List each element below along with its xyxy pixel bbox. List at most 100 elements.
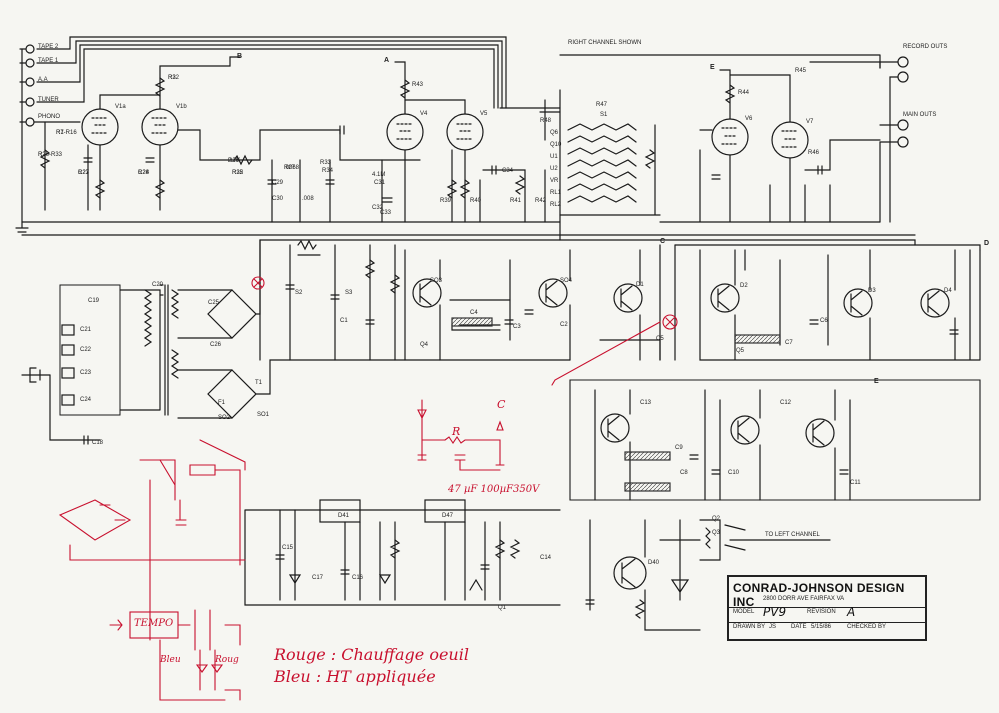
component-ref-label: R44 <box>738 90 750 96</box>
input-label-aa: A.A <box>38 77 48 83</box>
component-ref-label: C17 <box>312 575 324 581</box>
date-label: DATE <box>791 624 807 630</box>
wire-rouge-label: Roug <box>215 655 239 665</box>
company-address: 2800 DORR AVE FAIRFAX VA <box>763 596 845 602</box>
component-ref-label: R47 <box>596 102 608 108</box>
component-ref-label: Q5 <box>736 348 745 354</box>
node-label: A <box>384 57 390 64</box>
drawn-value: JS <box>769 624 777 630</box>
component-ref-label: C34 <box>502 168 514 174</box>
component-ref-label: C29 <box>272 180 284 186</box>
component-ref-label: C33 <box>380 210 392 216</box>
component-ref-label: C26 <box>210 342 222 348</box>
tube-label: V1b <box>176 104 187 110</box>
component-ref-label: C9 <box>675 445 683 451</box>
component-ref-label: SO4 <box>560 278 573 284</box>
output-note: TO LEFT CHANNEL <box>765 532 820 538</box>
component-ref-label: C5 <box>656 336 664 342</box>
component-ref-label: R34 <box>322 168 334 174</box>
component-ref-label: Q1 <box>498 605 507 611</box>
component-ref-label: VR <box>550 178 559 184</box>
input-label-phono: PHONO <box>38 114 61 120</box>
component-ref-label: Q3 <box>712 530 721 536</box>
tube-label: V4 <box>420 111 428 117</box>
component-ref-label: D41 <box>338 513 350 519</box>
component-ref-label: C28 <box>138 170 150 176</box>
component-ref-label: C32 <box>372 205 384 211</box>
component-ref-label: R7-R16 <box>56 130 77 136</box>
component-ref-label: D1 <box>636 282 644 288</box>
component-ref-label: Q2 <box>712 516 721 522</box>
component-ref-label: R22 <box>168 75 180 81</box>
component-ref-label: R27 <box>284 165 296 171</box>
component-ref-label: C6 <box>820 318 828 324</box>
component-ref-label: R25 <box>232 170 244 176</box>
date-value: 5/15/86 <box>811 624 832 630</box>
component-ref-label: C20 <box>152 282 164 288</box>
model-value: PV9 <box>763 605 787 619</box>
component-ref-label: D4 <box>944 288 952 294</box>
component-ref-label: F1 <box>218 400 226 406</box>
revision-label: REVISION <box>807 609 836 615</box>
legend-bleu: Bleu : HT appliquée <box>274 667 436 686</box>
component-ref-label: C23 <box>80 370 92 376</box>
component-ref-label: R42 <box>535 198 547 204</box>
drawn-label: DRAWN BY <box>733 624 766 630</box>
component-ref-label: C18 <box>92 440 104 446</box>
tube-label: V6 <box>745 116 753 122</box>
component-ref-label: R46 <box>808 150 820 156</box>
component-ref-label: S3 <box>345 290 353 296</box>
component-ref-label: R26 <box>228 158 240 164</box>
component-ref-label: RL1 <box>550 190 562 196</box>
component-ref-label: C8 <box>680 470 688 476</box>
mod-capacitor-note: 47 µF 100µF350V <box>448 484 540 495</box>
component-ref-label: C14 <box>540 555 552 561</box>
revision-value: A <box>847 605 856 619</box>
component-ref-label: R45 <box>795 68 807 74</box>
component-ref-label: C15 <box>282 545 294 551</box>
input-label-tuner: TUNER <box>38 97 59 103</box>
checked-label: CHECKED BY <box>847 624 887 630</box>
channel-note: RIGHT CHANNEL SHOWN <box>568 40 642 46</box>
component-ref-label: D2 <box>740 283 748 289</box>
component-ref-label: U1 <box>550 154 558 160</box>
component-ref-label: D47 <box>442 513 454 519</box>
component-ref-label: R24 <box>138 170 150 176</box>
component-ref-label: R2 <box>38 152 46 158</box>
relay-box-label: TEMPO <box>134 618 174 629</box>
component-ref-label: .0068 <box>284 165 300 171</box>
component-ref-label: C22 <box>80 347 92 353</box>
tube-label: V5 <box>480 111 488 117</box>
component-ref-label: S1 <box>600 112 608 118</box>
component-ref-label: Q10 <box>550 142 562 148</box>
node-label: E <box>874 378 879 385</box>
component-ref-label: R23 <box>78 170 90 176</box>
input-label-tape2: TAPE 2 <box>38 44 59 50</box>
component-ref-label: C3 <box>513 324 521 330</box>
node-label: C <box>660 238 666 245</box>
component-ref-label: R41 <box>510 198 522 204</box>
title-block: CONRAD-JOHNSON DESIGN INC 2800 DORR AVE … <box>727 575 927 641</box>
component-ref-label: D40 <box>648 560 660 566</box>
component-ref-label: U2 <box>550 166 558 172</box>
component-ref-label: C1 <box>340 318 348 324</box>
title-row-drawn: DRAWN BY JS DATE 5/15/86 CHECKED BY <box>729 622 925 637</box>
component-ref-label: D3 <box>868 288 876 294</box>
component-ref-label: SO3 <box>430 278 443 284</box>
component-ref-label: C16 <box>352 575 364 581</box>
company-name: CONRAD-JOHNSON DESIGN INC <box>733 581 905 609</box>
component-ref-label: C25 <box>208 300 220 306</box>
node-label: D <box>984 240 990 247</box>
component-ref-label: T1 <box>255 380 263 386</box>
component-ref-label: R40 <box>470 198 482 204</box>
component-ref-label: C27 <box>78 170 90 176</box>
component-ref-label: 4.1M <box>372 172 386 178</box>
component-ref-label: S2 <box>295 290 303 296</box>
component-ref-label: R43 <box>412 82 424 88</box>
component-ref-label: R39 <box>440 198 452 204</box>
component-ref-label: C19 <box>88 298 100 304</box>
component-ref-label: C21 <box>80 327 92 333</box>
mod-c-label: C <box>497 398 506 411</box>
